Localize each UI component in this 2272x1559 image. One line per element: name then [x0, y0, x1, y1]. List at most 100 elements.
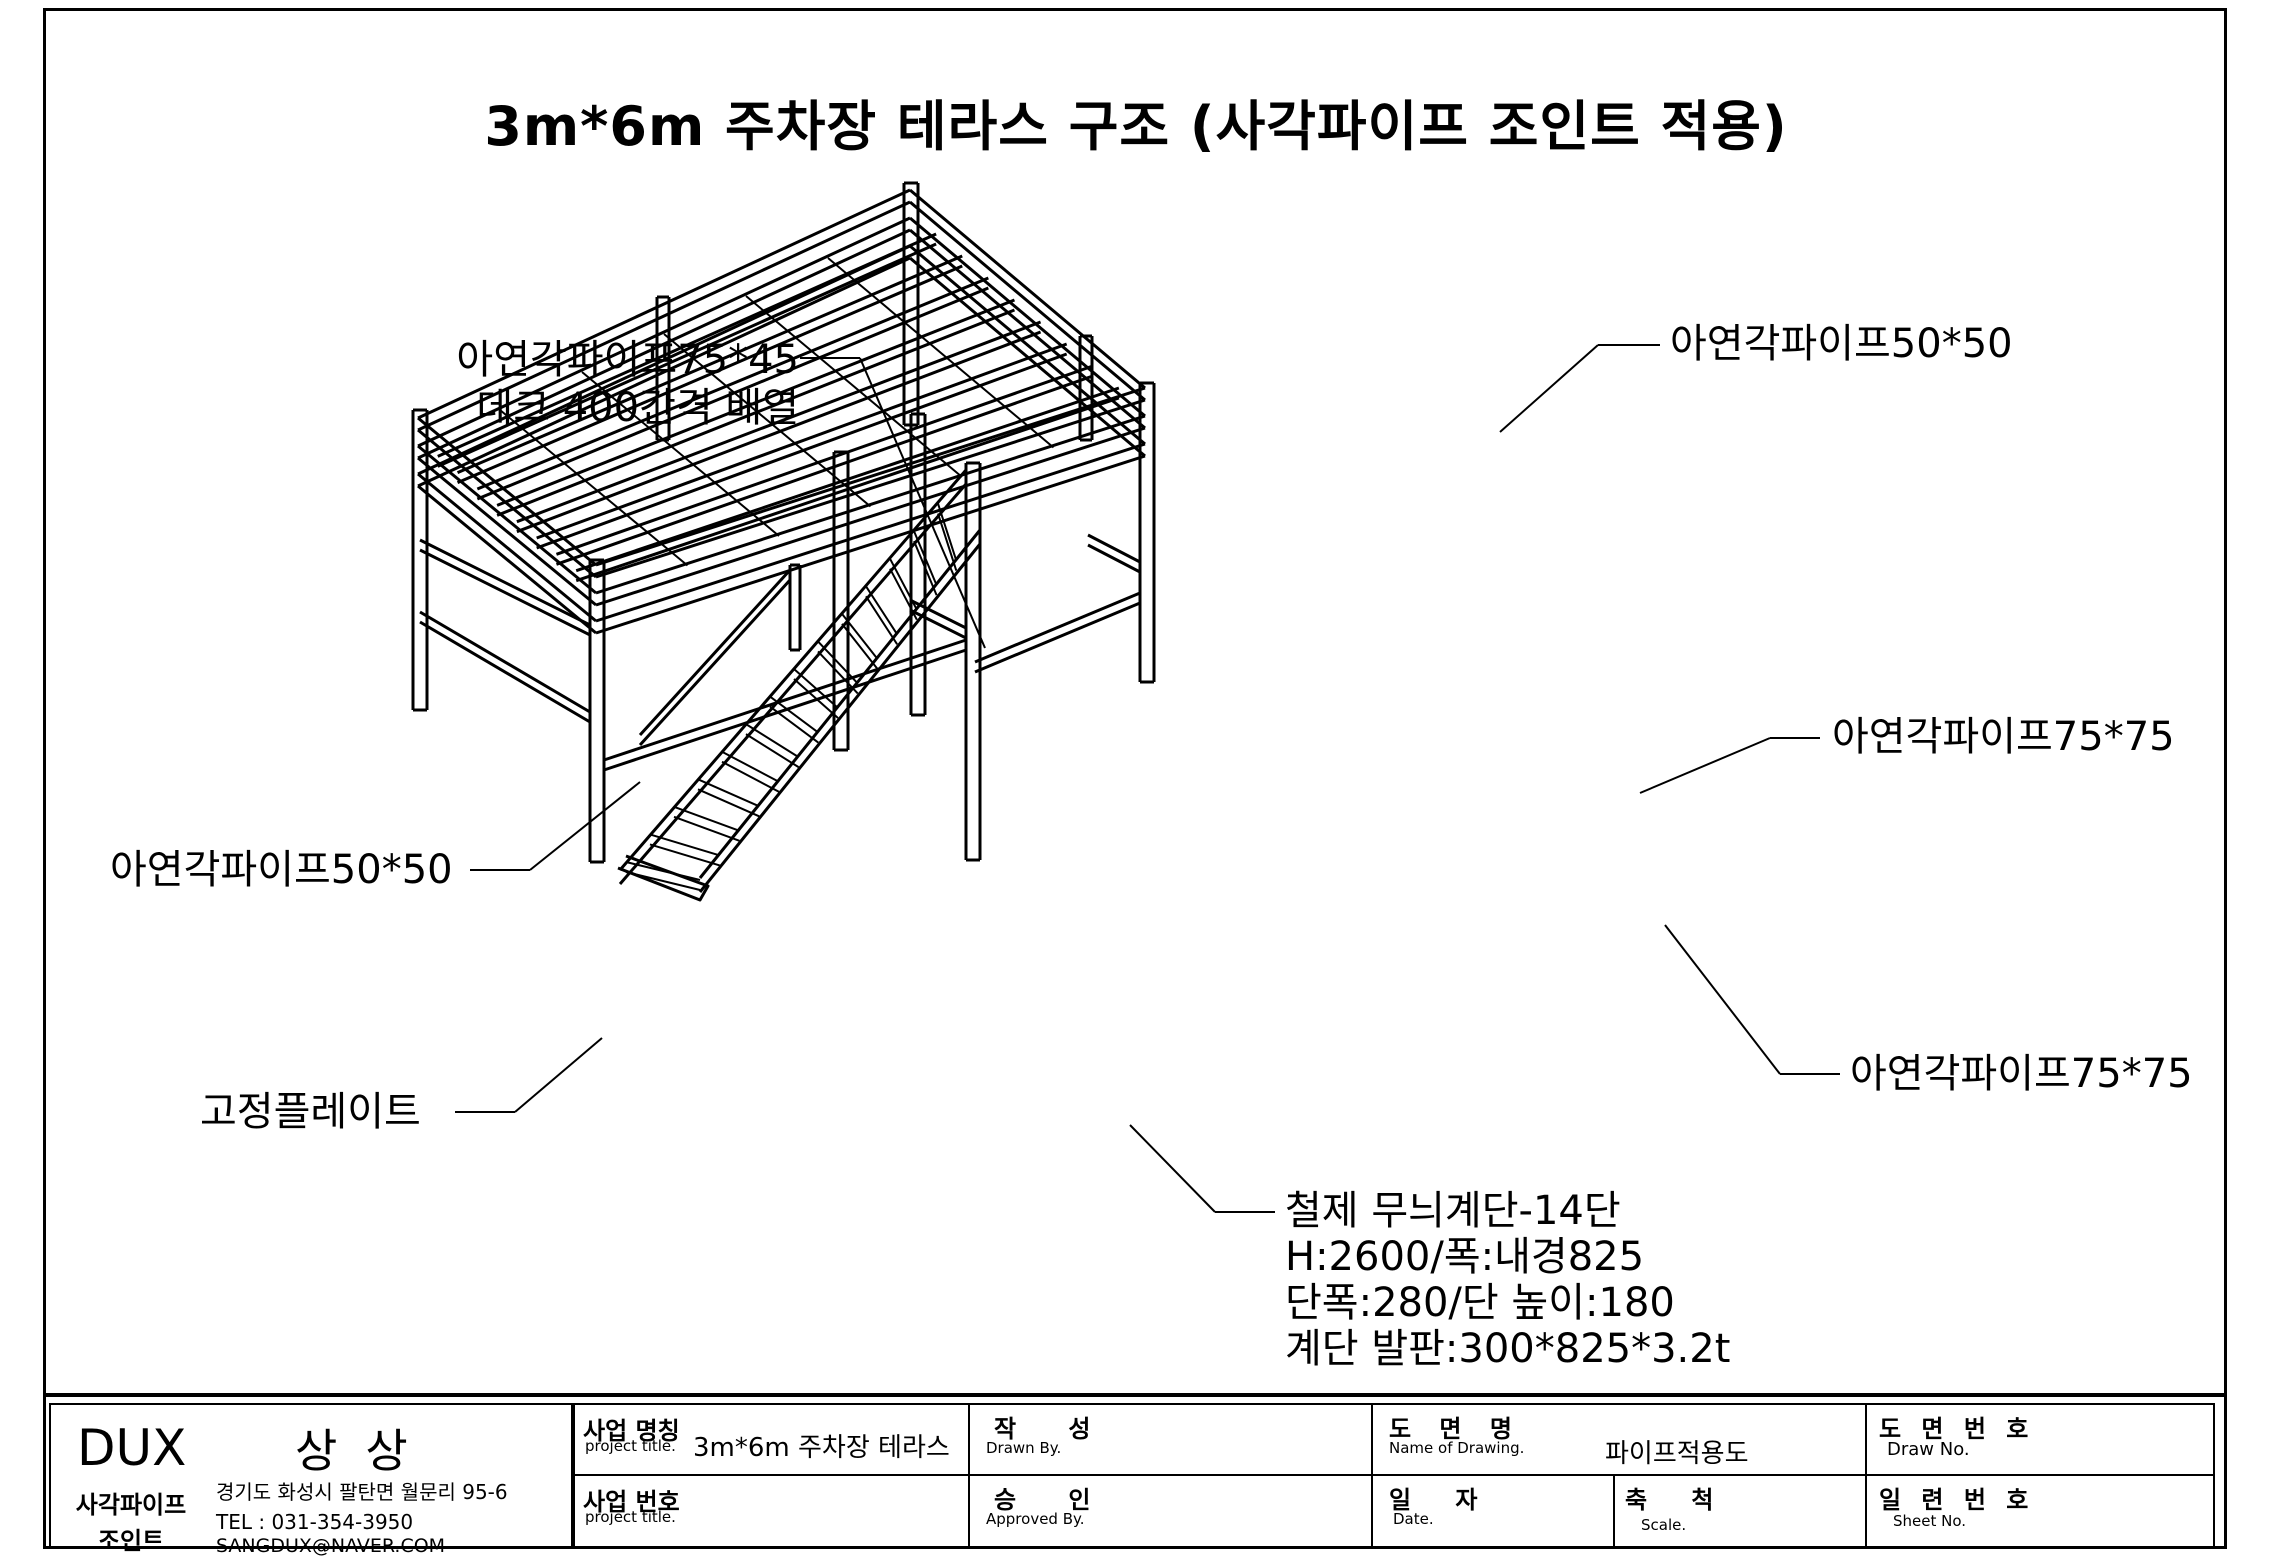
company-tel: TEL : 031-354-3950	[216, 1510, 414, 1534]
stair-tread-5	[721, 760, 780, 793]
company-email: SANGDUX@NAVER.COM	[216, 1535, 446, 1557]
stair-tread-13	[913, 540, 938, 596]
project-name-sub: project title.	[585, 1437, 676, 1455]
rim-beam-left-front-1	[417, 444, 597, 595]
rim-beam-front-right-1	[595, 414, 1146, 595]
project-name-cell: 사업 명칭 project title. 3m*6m 주차장 테라스	[573, 1403, 970, 1476]
lower-beam-left-upper	[419, 548, 591, 637]
rim-beam-left-front-2	[417, 472, 597, 623]
logo-dux: DUX	[77, 1419, 187, 1477]
callout-right-beam: 아연각파이프75*75	[1832, 714, 2175, 760]
deck-joist-2	[456, 264, 963, 485]
project-no-cell: 사업 번호 project title.	[573, 1474, 970, 1549]
title-block: DUX 상상 사각파이프 조인트 경기도 화성시 팔탄면 월문리 95-6 TE…	[43, 1393, 2227, 1557]
rim-beam-left-back-1	[417, 216, 911, 448]
rim-beam-left-back-2	[417, 256, 911, 488]
stair-tread-9	[817, 640, 859, 685]
sheet-no-cell: 일 련 번 호 Sheet No.	[1865, 1474, 2215, 1549]
rim-beam-left-front-1	[417, 456, 597, 607]
stair-stringer-outer	[618, 469, 968, 871]
deck-cross-4	[745, 295, 963, 478]
lower-beam-right-side	[1087, 533, 1141, 564]
leader-right-beam	[1639, 737, 1771, 794]
drawing-name-label: 도 면 명	[1389, 1415, 1522, 1443]
leader-right-column	[1664, 924, 1781, 1075]
stair-tread-2	[649, 833, 721, 857]
stair-handrail-left	[638, 578, 792, 747]
rim-beam-front-right-0	[595, 386, 1146, 567]
deck-cross-5	[827, 257, 1055, 449]
scale-sub: Scale.	[1641, 1516, 1687, 1534]
date-cell: 일 자 Date.	[1371, 1474, 1615, 1549]
deck-joist-6	[536, 342, 1068, 540]
stair-tread-8	[793, 678, 839, 719]
callout-plate: 고정플레이트	[200, 1089, 421, 1135]
project-no-label: 사업 번호	[583, 1488, 680, 1516]
stair-tread-12	[889, 558, 918, 611]
date-label: 일 자	[1389, 1486, 1496, 1514]
stair-tread-6	[745, 733, 800, 768]
deck-joist-7	[555, 374, 1094, 566]
deck-joist-5	[516, 330, 1042, 534]
logo-korean: 상상	[295, 1424, 436, 1478]
leader-stair	[1129, 1124, 1216, 1213]
stair-stringer-inner	[698, 543, 982, 893]
deck-joist-8	[575, 396, 1120, 583]
lower-beam-right-side	[1087, 543, 1141, 574]
draw-no-cell: 도 면 번 호 Draw No.	[1865, 1403, 2215, 1476]
leader-top-pipe-right	[1499, 344, 1599, 433]
drawing-name-value: 파이프적용도	[1605, 1439, 1749, 1469]
stair-tread-14	[937, 503, 958, 561]
stair-tread-7	[769, 695, 819, 734]
approved-by-sub: Approved By.	[986, 1510, 1085, 1528]
stair-tread-12	[889, 568, 918, 621]
deck-joist-5	[516, 320, 1042, 524]
callout-deck-pipe-line2: 데크 400간격 배열	[476, 385, 799, 431]
drawn-by-sub: Drawn By.	[986, 1439, 1062, 1457]
callout-top-pipe-right: 아연각파이프50*50	[1670, 321, 2013, 367]
stair-tread-6	[745, 723, 800, 758]
rim-beam-front-right-2	[595, 454, 1146, 635]
deck-joist-1	[437, 242, 937, 468]
date-sub: Date.	[1393, 1510, 1434, 1528]
callout-stair-line1: 철제 무늬계단-14단	[1285, 1188, 1621, 1234]
callout-stair-line4: 계단 발판:300*825*3.2t	[1285, 1326, 1731, 1372]
rim-beam-left-front-0	[417, 416, 597, 567]
stair-stringer-inner	[698, 529, 982, 879]
approved-by-label: 승 인	[994, 1486, 1113, 1514]
callout-deck-pipe: 아연각파이프75*45 데크 400간격 배열	[456, 336, 799, 432]
project-no-sub: project title.	[585, 1508, 676, 1526]
rim-beam-right-back-0	[909, 188, 1146, 390]
stair-tread-11	[865, 585, 898, 635]
deck-joist-7	[555, 364, 1094, 556]
project-name-value: 3m*6m 주차장 테라스	[693, 1433, 950, 1463]
stair-tread-14	[937, 513, 958, 571]
rim-beam-front-right-1	[595, 426, 1146, 607]
lower-beam-right	[974, 591, 1141, 664]
rim-beam-front-right-2	[595, 442, 1146, 623]
leader-deck-pipe	[859, 357, 986, 649]
stair-tread-10	[841, 613, 879, 660]
lower-beam-left-upper	[419, 538, 591, 627]
drawing-title: 3m*6m 주차장 테라스 구조 (사각파이프 조인트 적용)	[484, 95, 1788, 158]
callout-deck-pipe-line1: 아연각파이프75*45	[456, 337, 799, 383]
rim-beam-left-front-0	[417, 428, 597, 579]
rim-beam-right-back-1	[909, 216, 1146, 418]
lower-beam-left	[419, 620, 591, 724]
deck-joist-3	[476, 276, 989, 491]
stair-stringer-outer	[618, 483, 968, 885]
leader-left-pipe	[529, 781, 641, 871]
deck-cross-1	[499, 409, 689, 567]
stair-tread-3	[673, 805, 740, 832]
scale-label: 축 척	[1625, 1486, 1732, 1514]
lower-beam-front	[603, 648, 967, 772]
deck-joist-2	[456, 254, 963, 475]
stair-tread-13	[913, 530, 938, 586]
drawing-name-sub: Name of Drawing.	[1389, 1439, 1525, 1457]
lower-beam-left	[419, 610, 591, 714]
deck-joist-8	[575, 386, 1120, 573]
callout-stair-line2: H:2600/폭:내경825	[1285, 1234, 1645, 1280]
rim-beam-left-back-1	[417, 228, 911, 460]
callout-stair: 철제 무늬계단-14단 H:2600/폭:내경825 단폭:280/단 높이:1…	[1285, 1188, 1730, 1372]
